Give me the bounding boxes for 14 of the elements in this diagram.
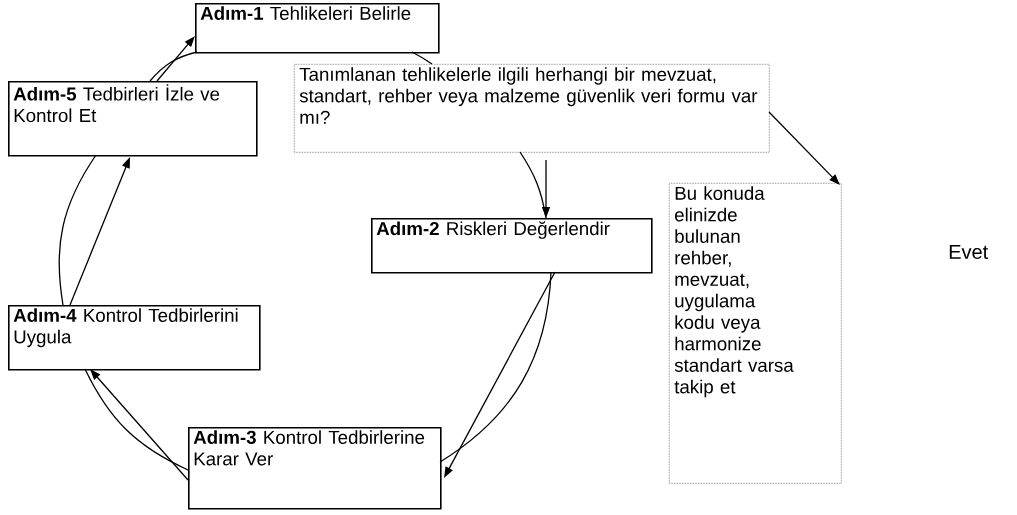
step-box: Adım-5 Tedbirleri İzle ve Kontrol Et — [8, 81, 258, 157]
cycle-arc — [519, 151, 547, 219]
cycle-arc — [149, 51, 198, 82]
step-box: Adım-4 Kontrol Tedbirlerini Uygula — [8, 305, 261, 371]
arrow — [768, 111, 840, 185]
arrow — [156, 36, 195, 82]
cycle-arc — [411, 51, 433, 65]
step-box: Adım-2 Riskleri Değerlendir — [371, 218, 653, 274]
note-box: Bu konuda elinizde bulunan rehber, mevzuat, uygulama kodu veya harmonize standart varsa takip et — [669, 183, 842, 484]
step-box: Adım-3 Kontrol Tedbirlerine Karar Ver — [188, 427, 442, 510]
step-box: Adım-1 Tehlikeleri Belirle — [195, 3, 440, 54]
cycle-arc — [58, 154, 97, 306]
answer-text: Evet — [949, 245, 989, 259]
note-box: Tanımlanan tehlikelerle ilgili herhangi bir mevzuat, standart, rehber veya malzeme güvenlik veri formu var mı? — [294, 64, 770, 153]
